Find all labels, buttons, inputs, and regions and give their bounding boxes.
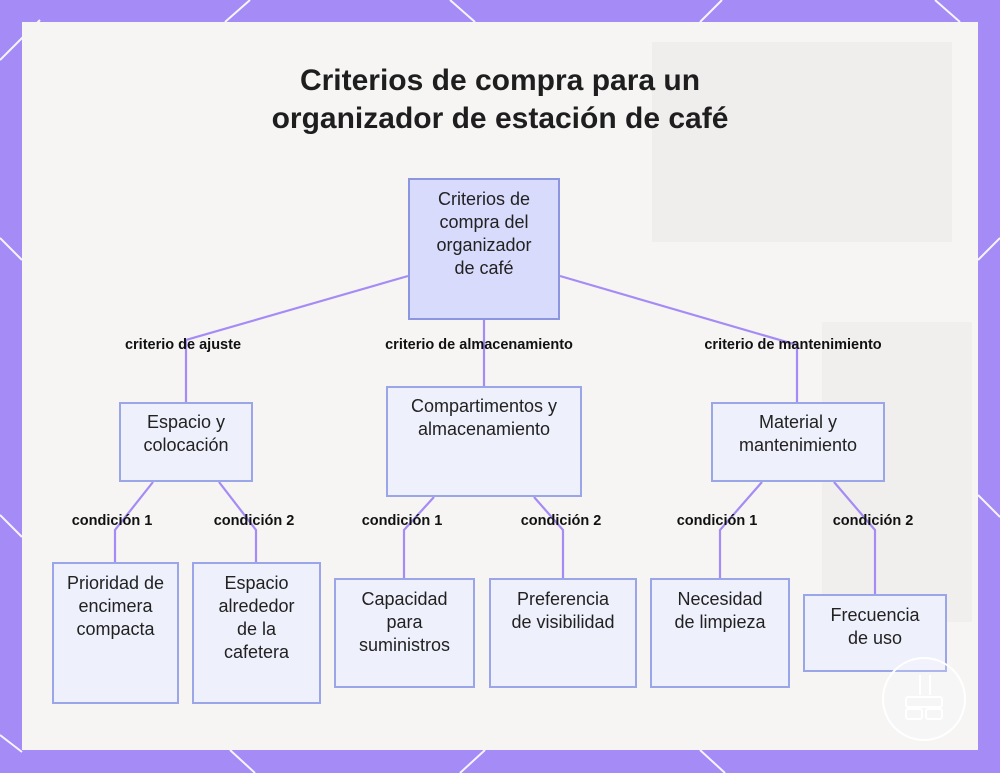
leaf-node-b2-c1-label: Capacidad para suministros (358, 589, 451, 655)
leaf-node-b3-c2-label: Frecuencia de uso (830, 605, 920, 648)
leaf-node-b2-c2-label: Preferencia de visibilidad (511, 589, 615, 632)
edge-b3-c1 (718, 481, 763, 578)
edge-label-b1-c1: condición 1 (71, 513, 153, 529)
edge-label-b3-c1: condición 1 (676, 513, 758, 529)
edge-label-b3-c2: condición 2 (832, 513, 914, 529)
coffee-station-logo-icon (882, 657, 966, 741)
edge-b1-c2 (218, 481, 258, 562)
edge-b2-c2 (533, 496, 565, 578)
leaf-node-b3-c1-label: Necesidad de limpieza (674, 589, 766, 632)
leaf-node-b3-c1: Necesidad de limpieza (650, 578, 790, 688)
background-blur (652, 42, 952, 242)
root-node-label: Criterios de compra del organizador de c… (436, 189, 532, 278)
edge-b3-c2 (833, 481, 877, 594)
edge-label-branch-3: criterio de mantenimiento (704, 337, 882, 353)
leaf-node-b2-c1: Capacidad para suministros (334, 578, 475, 688)
root-node: Criterios de compra del organizador de c… (408, 178, 560, 320)
logo-graphic (905, 675, 943, 720)
leaf-node-b1-c2: Espacio alrededor de la cafetera (192, 562, 321, 704)
edge-label-b2-c1: condición 1 (361, 513, 443, 529)
edge-label-branch-2: criterio de almacenamiento (385, 337, 573, 353)
page-title: Criterios de compra para un organizador … (0, 62, 1000, 138)
title-line-2: organizador de estación de café (271, 102, 729, 135)
branch-node-2-label: Compartimentos y almacenamiento (410, 396, 558, 439)
edge-label-branch-1: criterio de ajuste (124, 337, 242, 353)
leaf-node-b2-c2: Preferencia de visibilidad (489, 578, 637, 688)
leaf-node-b1-c2-label: Espacio alrededor de la cafetera (218, 573, 295, 662)
edge-root-branch-1 (184, 274, 409, 402)
edge-label-b2-c2: condición 2 (520, 513, 602, 529)
edge-b1-c1 (113, 481, 154, 562)
edge-root-branch-3 (559, 274, 799, 402)
branch-node-2: Compartimentos y almacenamiento (386, 386, 582, 497)
leaf-node-b1-c1: Prioridad de encimera compacta (52, 562, 179, 704)
edge-b2-c1 (402, 496, 435, 578)
branch-node-3-label: Material y mantenimiento (738, 412, 858, 455)
branch-node-3: Material y mantenimiento (711, 402, 885, 482)
edge-label-b1-c2: condición 2 (213, 513, 295, 529)
leaf-node-b1-c1-label: Prioridad de encimera compacta (66, 573, 165, 639)
branch-node-1-label: Espacio y colocación (143, 412, 229, 455)
title-line-1: Criterios de compra para un (299, 64, 701, 97)
branch-node-1: Espacio y colocación (119, 402, 253, 482)
